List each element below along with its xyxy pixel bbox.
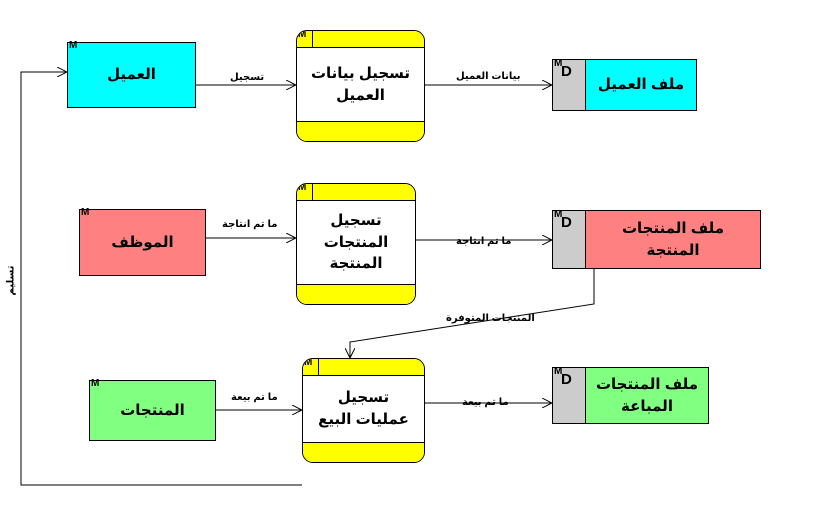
entity-marker: M bbox=[69, 40, 78, 51]
entity-employee-label: الموظف bbox=[111, 233, 174, 251]
entity-products-label: المنتجات bbox=[120, 401, 185, 419]
store-sold-file[interactable]: M D ملف المنتجات المباعة bbox=[552, 367, 709, 424]
store-marker: M bbox=[554, 366, 563, 377]
store-id-label: D bbox=[561, 63, 572, 80]
flow-available-label: المنتجات المتوفرة bbox=[446, 313, 535, 324]
store-customer-file[interactable]: M D ملف العميل bbox=[552, 59, 697, 111]
flow-sold-in-label: ما تم بيعة bbox=[231, 392, 278, 403]
store-id-label: D bbox=[561, 371, 572, 388]
flow-delivery-line bbox=[20, 72, 302, 486]
process-marker: M bbox=[298, 183, 307, 193]
store-marker: M bbox=[554, 209, 563, 220]
process-marker: M bbox=[298, 30, 307, 40]
store-sold-file-label: ملف المنتجات المباعة bbox=[595, 375, 699, 415]
store-produced-file-label: ملف المنتجات المنتجة bbox=[621, 219, 725, 259]
entity-marker: M bbox=[81, 207, 90, 218]
store-customer-file-label: ملف العميل bbox=[597, 76, 685, 94]
entity-employee[interactable]: M الموظف bbox=[79, 207, 206, 276]
process-register-sales[interactable]: M تسجيل عمليات البيع bbox=[302, 358, 425, 463]
flow-produced-in-label: ما تم انتاجة bbox=[222, 219, 278, 230]
process-register-customer-label: تسجيل بيانات العميل bbox=[310, 64, 411, 104]
entity-customer-label: العميل bbox=[107, 66, 156, 84]
process-register-products-label: تسجيل المنتجات المنتجة bbox=[323, 211, 389, 273]
flow-produced-out-label: ما تم انتاجة bbox=[456, 236, 512, 247]
store-id-cell: M D bbox=[553, 58, 586, 110]
flow-delivery-label: تسليم bbox=[5, 265, 17, 296]
store-produced-file[interactable]: M D ملف المنتجات المنتجة bbox=[552, 210, 761, 269]
process-register-sales-label: تسجيل عمليات البيع bbox=[318, 389, 409, 428]
flow-available-line bbox=[350, 269, 595, 358]
flow-customer-data-label: بيانات العميل bbox=[456, 71, 521, 82]
flow-register-label: تسجيل bbox=[230, 72, 265, 83]
process-marker: M bbox=[304, 358, 313, 368]
entity-customer[interactable]: M العميل bbox=[67, 40, 196, 108]
entity-marker: M bbox=[91, 378, 100, 389]
store-id-cell: M D bbox=[553, 209, 586, 268]
process-register-customer[interactable]: M تسجيل بيانات العميل bbox=[296, 30, 425, 142]
store-marker: M bbox=[554, 58, 563, 69]
process-register-products[interactable]: M تسجيل المنتجات المنتجة bbox=[296, 183, 416, 305]
flow-sold-out-label: ما تم بيعة bbox=[462, 397, 509, 408]
store-id-label: D bbox=[561, 214, 572, 231]
store-id-cell: M D bbox=[553, 366, 586, 423]
entity-products[interactable]: M المنتجات bbox=[89, 378, 216, 441]
